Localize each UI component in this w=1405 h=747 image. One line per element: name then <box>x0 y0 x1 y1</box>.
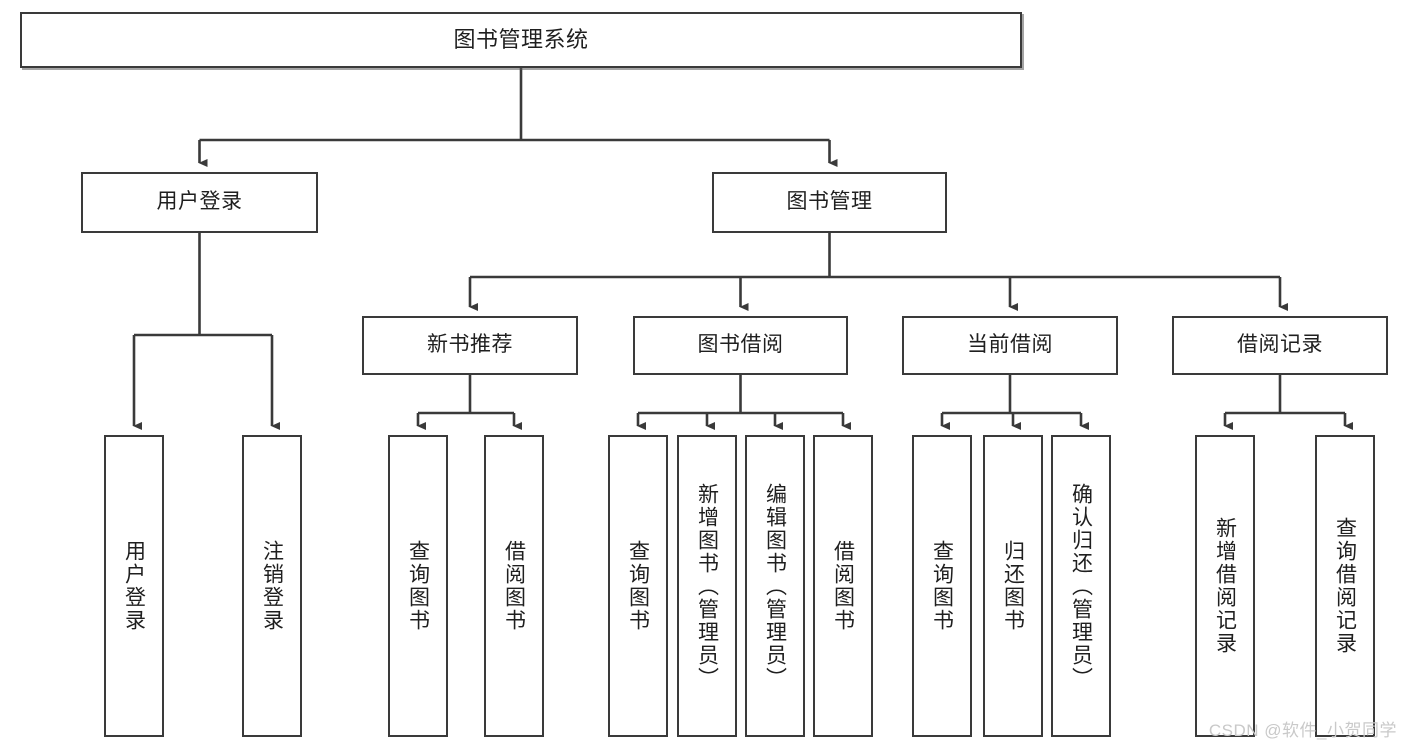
node-leaf-query-book-3[interactable]: 查询图书 <box>912 435 972 737</box>
node-borrow-record[interactable]: 借阅记录 <box>1172 316 1388 375</box>
node-leaf-query-book-1-label: 查询图书 <box>406 540 430 632</box>
node-leaf-user-logout-label: 注销登录 <box>260 540 284 632</box>
node-leaf-borrow-book-1[interactable]: 借阅图书 <box>484 435 544 737</box>
node-root[interactable]: 图书管理系统 <box>20 12 1022 68</box>
node-leaf-borrow-book-2[interactable]: 借阅图书 <box>813 435 873 737</box>
node-book-borrow[interactable]: 图书借阅 <box>633 316 848 375</box>
node-leaf-query-book-3-label: 查询图书 <box>930 540 954 632</box>
node-new-book-recommend[interactable]: 新书推荐 <box>362 316 578 375</box>
node-leaf-return-book-label: 归还图书 <box>1001 540 1025 632</box>
csdn-watermark: CSDN @软件_小贺同学 <box>1208 721 1397 740</box>
node-current-borrow-label: 当前借阅 <box>967 333 1053 357</box>
node-borrow-record-label: 借阅记录 <box>1237 333 1323 357</box>
node-leaf-add-record[interactable]: 新增借阅记录 <box>1195 435 1255 737</box>
node-leaf-add-book-label: 新增图书（管理员） <box>695 482 719 690</box>
node-leaf-confirm-return[interactable]: 确认归还（管理员） <box>1051 435 1111 737</box>
node-new-book-recommend-label: 新书推荐 <box>427 333 513 357</box>
node-book-borrow-label: 图书借阅 <box>697 333 784 357</box>
node-leaf-user-login[interactable]: 用户登录 <box>104 435 164 737</box>
node-leaf-query-book-2[interactable]: 查询图书 <box>608 435 668 737</box>
node-leaf-query-book-1[interactable]: 查询图书 <box>388 435 448 737</box>
node-leaf-add-book[interactable]: 新增图书（管理员） <box>677 435 737 737</box>
node-current-borrow[interactable]: 当前借阅 <box>902 316 1118 375</box>
node-book-manage[interactable]: 图书管理 <box>712 172 947 233</box>
node-leaf-borrow-book-2-label: 借阅图书 <box>831 540 855 632</box>
node-leaf-user-logout[interactable]: 注销登录 <box>242 435 302 737</box>
node-user-login[interactable]: 用户登录 <box>81 172 318 233</box>
node-book-manage-label: 图书管理 <box>786 190 873 214</box>
node-leaf-query-book-2-label: 查询图书 <box>626 540 650 632</box>
node-leaf-return-book[interactable]: 归还图书 <box>983 435 1043 737</box>
node-root-label: 图书管理系统 <box>453 27 589 53</box>
node-leaf-borrow-book-1-label: 借阅图书 <box>502 540 526 632</box>
node-user-login-label: 用户登录 <box>156 190 243 214</box>
node-leaf-add-record-label: 新增借阅记录 <box>1213 517 1237 655</box>
node-leaf-query-record-label: 查询借阅记录 <box>1333 517 1357 655</box>
node-leaf-query-record[interactable]: 查询借阅记录 <box>1315 435 1375 737</box>
node-leaf-confirm-return-label: 确认归还（管理员） <box>1069 482 1093 690</box>
node-leaf-edit-book-label: 编辑图书（管理员） <box>763 482 787 690</box>
node-leaf-user-login-label: 用户登录 <box>122 540 146 632</box>
node-leaf-edit-book[interactable]: 编辑图书（管理员） <box>745 435 805 737</box>
